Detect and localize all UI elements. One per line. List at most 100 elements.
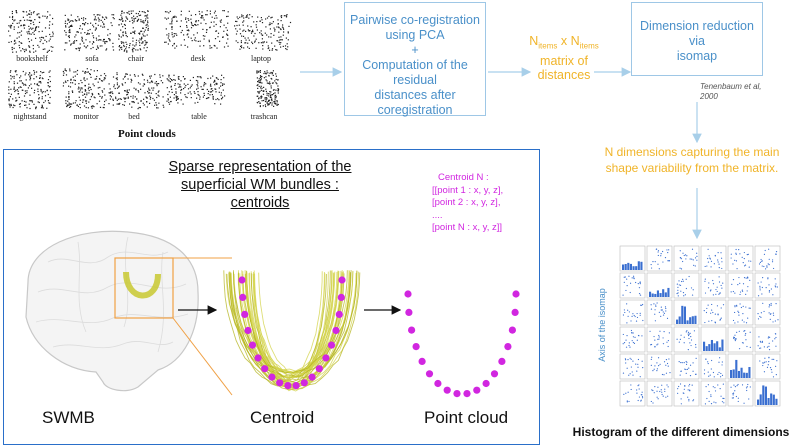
fiber-streamline <box>242 271 336 378</box>
scatter-point <box>705 311 708 314</box>
scatter-point <box>623 309 625 311</box>
histogram-bar <box>637 261 640 270</box>
scatter-point <box>747 276 749 278</box>
scatter-point <box>626 401 628 403</box>
scatter-point <box>749 331 751 333</box>
scatter-point <box>769 318 771 320</box>
scatter-point <box>622 333 624 336</box>
histogram-bar <box>775 398 778 405</box>
histogram-bar <box>718 347 721 351</box>
scatter-point <box>716 286 718 288</box>
scatter-point <box>721 361 723 363</box>
scatter-point <box>641 304 643 306</box>
scatter-point <box>687 333 689 335</box>
scatter-point <box>639 283 641 285</box>
scatter-point <box>738 314 740 316</box>
scatter-point <box>722 304 725 306</box>
scatter-point <box>768 312 770 314</box>
histogram-bar <box>667 287 670 297</box>
scatter-point <box>720 317 722 319</box>
scatter-point <box>639 294 642 296</box>
scatter-point <box>742 283 745 285</box>
scatter-point <box>710 312 712 314</box>
point-cloud-point <box>482 379 490 388</box>
scatter-point <box>766 346 769 348</box>
histogram-bar <box>767 398 770 405</box>
scatter-point <box>708 255 710 257</box>
scatter-point <box>717 384 719 386</box>
scatter-point <box>663 312 665 314</box>
scatter-point <box>709 374 711 376</box>
scatter-point <box>624 358 627 360</box>
scatter-point <box>668 358 670 360</box>
scatter-point <box>766 366 769 369</box>
scatter-point <box>777 319 779 321</box>
scatter-point <box>668 260 670 262</box>
scatter-point <box>629 357 631 359</box>
scatter-point <box>631 277 633 279</box>
scatter-point <box>739 282 741 284</box>
scatter-matrix-cell <box>646 245 673 272</box>
scatter-point <box>772 294 774 296</box>
scatter-point <box>710 394 712 396</box>
point-cloud-thumbnails <box>8 10 292 110</box>
scatter-point <box>679 284 682 286</box>
scatter-point <box>722 397 724 399</box>
citation: Tenenbaum et al, 2000 <box>700 82 762 101</box>
scatter-point <box>664 257 667 259</box>
scatter-matrix-cell <box>727 326 754 353</box>
scatter-point <box>737 310 739 312</box>
scatter-point <box>765 361 767 363</box>
scatter-point <box>636 312 638 315</box>
scatter-point <box>745 387 748 389</box>
scatter-point <box>654 345 656 348</box>
scatter-point <box>650 304 652 306</box>
scatter-point <box>679 257 681 259</box>
scatter-point <box>628 400 630 403</box>
scatter-point <box>692 259 694 261</box>
scatter-point <box>710 266 712 268</box>
scatter-point <box>744 330 746 332</box>
scatter-point <box>762 302 764 304</box>
scatter-point <box>750 260 752 262</box>
scatter-point <box>696 252 698 254</box>
point-cloud-label-row1: bookshelf sofa chair desk laptop <box>0 54 300 66</box>
label-sofa: sofa <box>85 54 99 63</box>
swmb-highlight-box <box>114 257 174 319</box>
scatter-point <box>667 386 669 388</box>
scatter-point <box>683 295 685 297</box>
scatter-point <box>768 345 770 347</box>
histogram-bar <box>748 367 751 378</box>
scatter-point <box>657 250 660 252</box>
scatter-point <box>720 284 722 287</box>
scatter-point <box>772 267 775 270</box>
scatter-point <box>689 258 691 260</box>
scatter-point <box>665 307 667 310</box>
scatter-point <box>623 276 625 278</box>
scatter-point <box>678 385 680 388</box>
histogram-bar <box>740 367 743 378</box>
scatter-point <box>758 336 760 338</box>
swmb-bundle-mini <box>123 271 161 299</box>
scatter-point <box>631 340 633 342</box>
scatter-point <box>688 367 690 369</box>
scatter-matrix-cell <box>619 272 646 299</box>
scatter-point <box>676 338 678 340</box>
scatter-point <box>689 375 692 377</box>
sparse-title: Sparse representation of the superficial… <box>168 159 352 211</box>
scatter-point <box>734 339 736 342</box>
scatter-point <box>695 346 697 348</box>
scatter-point <box>719 388 721 390</box>
scatter-point <box>733 384 735 386</box>
scatter-point <box>717 373 719 375</box>
scatter-point <box>657 263 659 265</box>
scatter-point <box>659 390 661 393</box>
scatter-point <box>712 279 714 282</box>
scatter-matrix-cell <box>700 353 727 380</box>
scatter-point <box>627 391 629 393</box>
scatter-point <box>770 304 772 306</box>
label-trashcan: trashcan <box>250 112 278 121</box>
histogram-bar <box>664 292 667 297</box>
scatter-point <box>721 364 723 366</box>
scatter-matrix-cell <box>673 245 700 272</box>
